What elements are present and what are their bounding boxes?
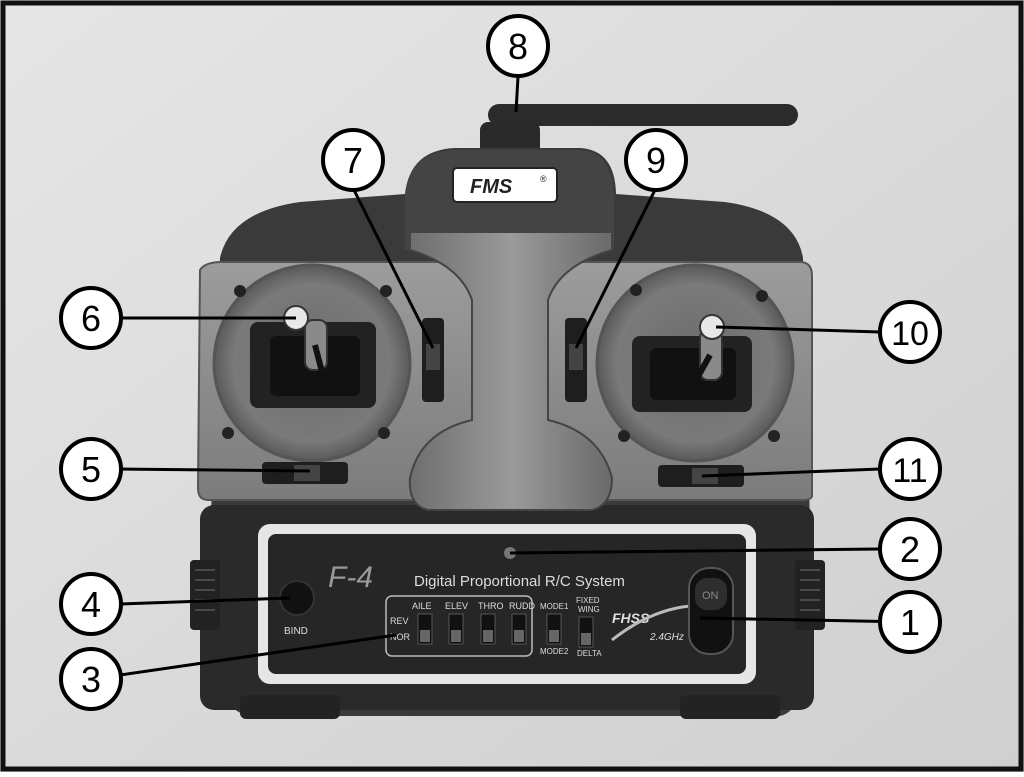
- callout-11: 11: [878, 437, 942, 501]
- callout-1: 1: [878, 590, 942, 654]
- mode1-label: MODE1: [540, 602, 569, 611]
- reverse-switch-aile[interactable]: [417, 613, 433, 645]
- callout-5: 5: [59, 437, 123, 501]
- callout-10: 10: [878, 300, 942, 364]
- reverse-switch-elev[interactable]: [448, 613, 464, 645]
- callout-9-label: 9: [646, 140, 666, 181]
- mode-switch[interactable]: [546, 613, 562, 645]
- callout-4-label: 4: [81, 584, 101, 625]
- wing-type-switch[interactable]: [578, 616, 594, 648]
- band-label: 2.4GHz: [649, 632, 684, 643]
- system-title: Digital Proportional R/C System: [414, 573, 625, 590]
- right-gimbal: [595, 263, 795, 463]
- callout-1-label: 1: [900, 602, 920, 643]
- callout-8-label: 8: [508, 26, 528, 67]
- callout-2: 2: [878, 517, 942, 581]
- antenna: [480, 104, 798, 156]
- callout-6: 6: [59, 286, 123, 350]
- reverse-switch-group: [385, 595, 533, 657]
- power-on-label: ON: [702, 590, 719, 602]
- callout-11-label: 11: [892, 452, 927, 490]
- channel-label-rudd: RUDD: [509, 601, 535, 611]
- callout-2-label: 2: [900, 529, 920, 570]
- logo-registered-mark: ®: [540, 174, 547, 184]
- carrying-handle: [408, 231, 614, 511]
- callout-5-label: 5: [81, 449, 101, 490]
- callout-3: 3: [59, 647, 123, 711]
- power-switch[interactable]: ON: [688, 567, 734, 655]
- callout-6-label: 6: [81, 298, 101, 339]
- left-horizontal-trim[interactable]: [262, 462, 348, 484]
- reverse-switch-thro[interactable]: [480, 613, 496, 645]
- bind-label: BIND: [284, 626, 308, 637]
- model-label: F-4: [328, 561, 373, 594]
- callout-7-label: 7: [343, 140, 363, 181]
- channel-label-aile: AILE: [412, 601, 432, 611]
- leader-lines: [119, 76, 911, 677]
- left-gimbal: [212, 263, 412, 463]
- front-panel: F-4 Digital Proportional R/C System BIND…: [258, 524, 756, 684]
- logo-text: FMS: [470, 176, 513, 198]
- mode2-label: MODE2: [540, 647, 569, 656]
- fixed-label: FIXED: [576, 596, 600, 605]
- delta-label: DELTA: [577, 649, 602, 658]
- wing-label: WING: [578, 605, 600, 614]
- reverse-switch-rudd[interactable]: [511, 613, 527, 645]
- callout-7: 7: [321, 128, 385, 192]
- callout-9: 9: [624, 128, 688, 192]
- fhss-swoosh: [611, 604, 691, 642]
- callout-8: 8: [486, 14, 550, 78]
- callout-4: 4: [59, 572, 123, 636]
- channel-label-thro: THRO: [478, 601, 504, 611]
- callout-3-label: 3: [81, 659, 101, 700]
- rev-label: REV: [390, 616, 409, 626]
- channel-label-elev: ELEV: [445, 601, 468, 611]
- nor-label: NOR: [390, 632, 411, 642]
- fms-logo: FMS ®: [452, 167, 558, 203]
- callout-10-label: 10: [891, 315, 929, 353]
